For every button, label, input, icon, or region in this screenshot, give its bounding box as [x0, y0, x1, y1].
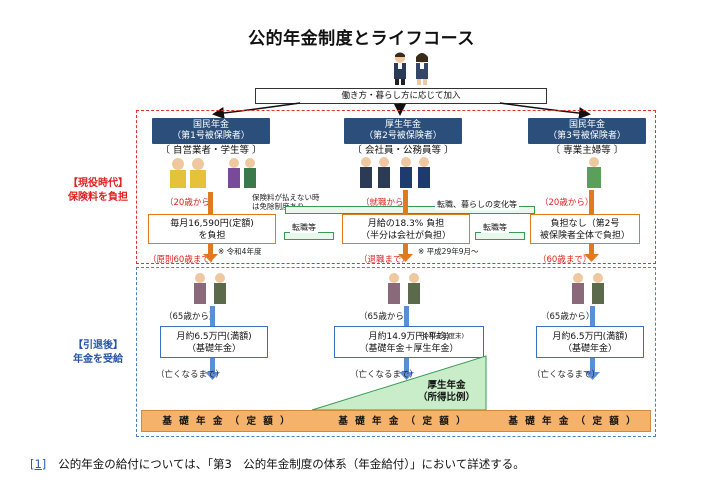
banner-join-by-workstyle: 働き方・暮らし方に応じて加入	[255, 88, 547, 104]
side-label-working: 【現役時代】 保険料を負担	[68, 178, 128, 203]
age-from-type3: （20歳から）	[540, 198, 594, 208]
column-header-type1: 国民年金 （第1号被保険者）	[152, 118, 270, 144]
basic-pension-bar	[141, 410, 651, 432]
elderly-couple-3	[572, 273, 604, 304]
basic-pension-segment-2: 基 礎 年 金 （ 定 額 ）	[338, 416, 468, 427]
pension-from-type3: （65歳から）	[541, 312, 595, 322]
footnote-ref-link[interactable]: [1]	[30, 457, 47, 471]
orange-down-arrows	[203, 190, 599, 262]
employee-figures	[360, 157, 430, 188]
group-type2-label: 会社員・公務員等	[364, 145, 441, 156]
age-to-type3: （60歳まで）	[538, 255, 592, 265]
elderly-couple-1	[194, 273, 226, 304]
working-period-panel	[136, 110, 656, 264]
pension-from-type1: （65歳から）	[164, 312, 218, 322]
pension-box-type2: 月約14.9万円(平均) （基礎年金＋厚生年金）	[334, 326, 484, 358]
payment-box-type1: 毎月16,590円(定額) を負担	[148, 214, 276, 244]
transition-label-left: 転職等	[290, 222, 318, 233]
until-type3: （亡くなるまで）	[532, 370, 601, 380]
group-type1-label: 自営業者・学生等	[172, 145, 249, 156]
column-header-type3: 国民年金 （第3号被保険者）	[528, 118, 646, 144]
self-employed-student-figures	[170, 158, 256, 188]
group-type3: 〔 専業主婦等 〕	[550, 145, 624, 156]
couple-figure-icon	[394, 52, 428, 85]
age-from-type1: （20歳から）	[165, 198, 219, 208]
kosei-nenkin-label: 厚生年金 （所得比例）	[418, 380, 476, 403]
pension-box-type1: 月約6.5万円(満額) （基礎年金）	[160, 326, 268, 358]
side-label-retired: 【引退後】 年金を受給	[73, 340, 123, 365]
pension-from-type2: （65歳から）	[359, 312, 413, 322]
transition-arrow-top	[285, 206, 535, 214]
age-to-type2: （退職まで）	[359, 255, 411, 265]
payment-box-type3: 負担なし（第2号 被保険者全体で負担）	[530, 214, 640, 244]
basic-pension-segment-1: 基 礎 年 金 （ 定 額 ）	[162, 416, 292, 427]
group-type3-label: 専業主婦等	[563, 145, 611, 156]
branch-arrows	[212, 102, 591, 120]
until-type1: （亡くなるまで）	[156, 370, 225, 380]
retirement-panel	[136, 267, 656, 437]
note-heisei29: ※ 平成29年9月～	[418, 247, 479, 256]
age-from-type2: （就職から）	[361, 198, 413, 208]
basic-pension-segment-3: 基 礎 年 金 （ 定 額 ）	[508, 416, 638, 427]
note-reiwa4: ※ 令和4年度	[218, 247, 262, 256]
column-header-type2: 厚生年金 （第2号被保険者）	[344, 118, 462, 144]
age-to-type1: （原則60歳まで）	[148, 255, 219, 265]
group-type2: 〔 会社員・公務員等 〕	[352, 145, 454, 156]
transition-label-right: 転職等	[481, 222, 509, 233]
exemption-note: 保険料が払えない時 は免除制度あり	[252, 193, 320, 211]
transition-label-top: 転職、暮らしの変化等	[435, 199, 519, 210]
pension-box-type3: 月約6.5万円(満額) （基礎年金）	[536, 326, 644, 358]
homemaker-figure	[587, 157, 601, 188]
page-title: 公的年金制度とライフコース	[248, 29, 475, 49]
until-type2: （亡くなるまで）	[350, 370, 419, 380]
footnote: [1] 公的年金の給付については、「第3 公的年金制度の体系（年金給付）」において…	[30, 456, 525, 472]
pension-note-reiwa1: (令和元年度末)	[420, 332, 465, 340]
footnote-text: 公的年金の給付については、「第3 公的年金制度の体系（年金給付）」において詳述す…	[58, 457, 525, 471]
payment-box-type2: 月給の18.3% 負担 （半分は会社が負担）	[342, 214, 470, 244]
blue-down-arrows	[205, 306, 600, 380]
elderly-couple-2	[388, 273, 420, 304]
group-type1: 〔 自営業者・学生等 〕	[160, 145, 262, 156]
